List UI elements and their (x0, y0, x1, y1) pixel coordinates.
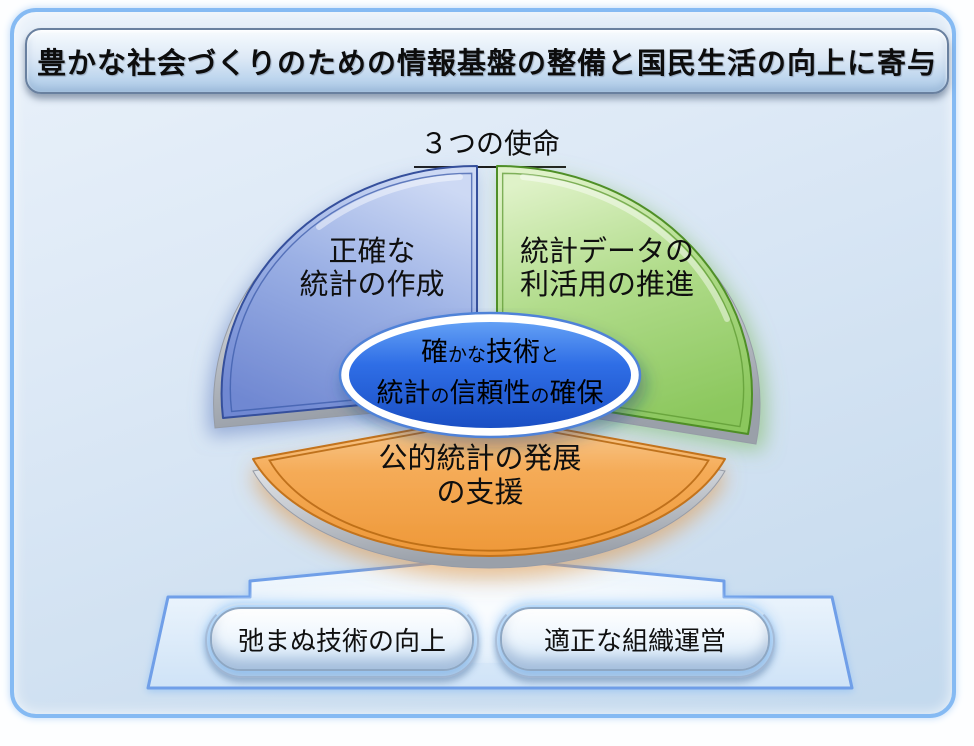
green-label-line1: 統計データの (519, 236, 694, 268)
green-label-line2: 利活用の推進 (519, 269, 694, 301)
blue-label-line1: 正確な (328, 236, 416, 268)
ellipse-l2-p4: 確保 (549, 378, 604, 408)
ellipse-l1-p2: 技術 (486, 337, 540, 367)
ellipse-l2-p2: 信頼性 (449, 378, 531, 408)
blue-slice-highlight (316, 174, 463, 230)
orange-slice-inner-line (268, 419, 710, 552)
center-ellipse-group (338, 311, 646, 447)
ellipse-l2-p3: の (530, 386, 550, 407)
foundation-button-technology: 弛まぬ技術の向上 (205, 603, 479, 678)
center-ellipse (349, 322, 631, 428)
mission-blue-label: 正確な 統計の作成 (257, 236, 487, 302)
orange-slice (252, 415, 726, 557)
mission-green-label: 統計データの 利活用の推進 (487, 236, 727, 302)
ellipse-l2-p0: 統計 (376, 378, 431, 408)
orange-label-line1: 公的統計の発展 (378, 443, 582, 475)
blue-slice-inner-line (229, 172, 473, 413)
ellipse-l1-p0: 確 (420, 337, 448, 367)
foundation-button-organization-label: 適正な組織運営 (543, 625, 726, 656)
mission-orange-label: 公的統計の発展 の支援 (320, 442, 640, 510)
mission-heading: ３つの使命 (413, 122, 567, 168)
green-slice-highlight (520, 174, 730, 322)
green-slice-inner-line (501, 172, 745, 428)
title-banner: 豊かな社会づくりのための情報基盤の整備と国民生活の向上に寄与 (25, 28, 949, 94)
orange-label-line2: の支援 (436, 477, 524, 509)
ellipse-l1-p3: と (540, 345, 560, 366)
blue-label-line2: 統計の作成 (299, 269, 445, 301)
ellipse-l1-p1: かな (447, 345, 486, 366)
orange-slice-group (252, 415, 726, 569)
banner-title: 豊かな社会づくりのための情報基盤の整備と国民生活の向上に寄与 (36, 48, 937, 80)
center-ellipse-label: 確かな技術と 統計の信頼性の確保 (340, 334, 640, 416)
foundation-button-organization: 適正な組織運営 (495, 603, 775, 678)
foundation-button-technology-label: 弛まぬ技術の向上 (237, 625, 446, 656)
ellipse-l2-p1: の (430, 386, 450, 407)
